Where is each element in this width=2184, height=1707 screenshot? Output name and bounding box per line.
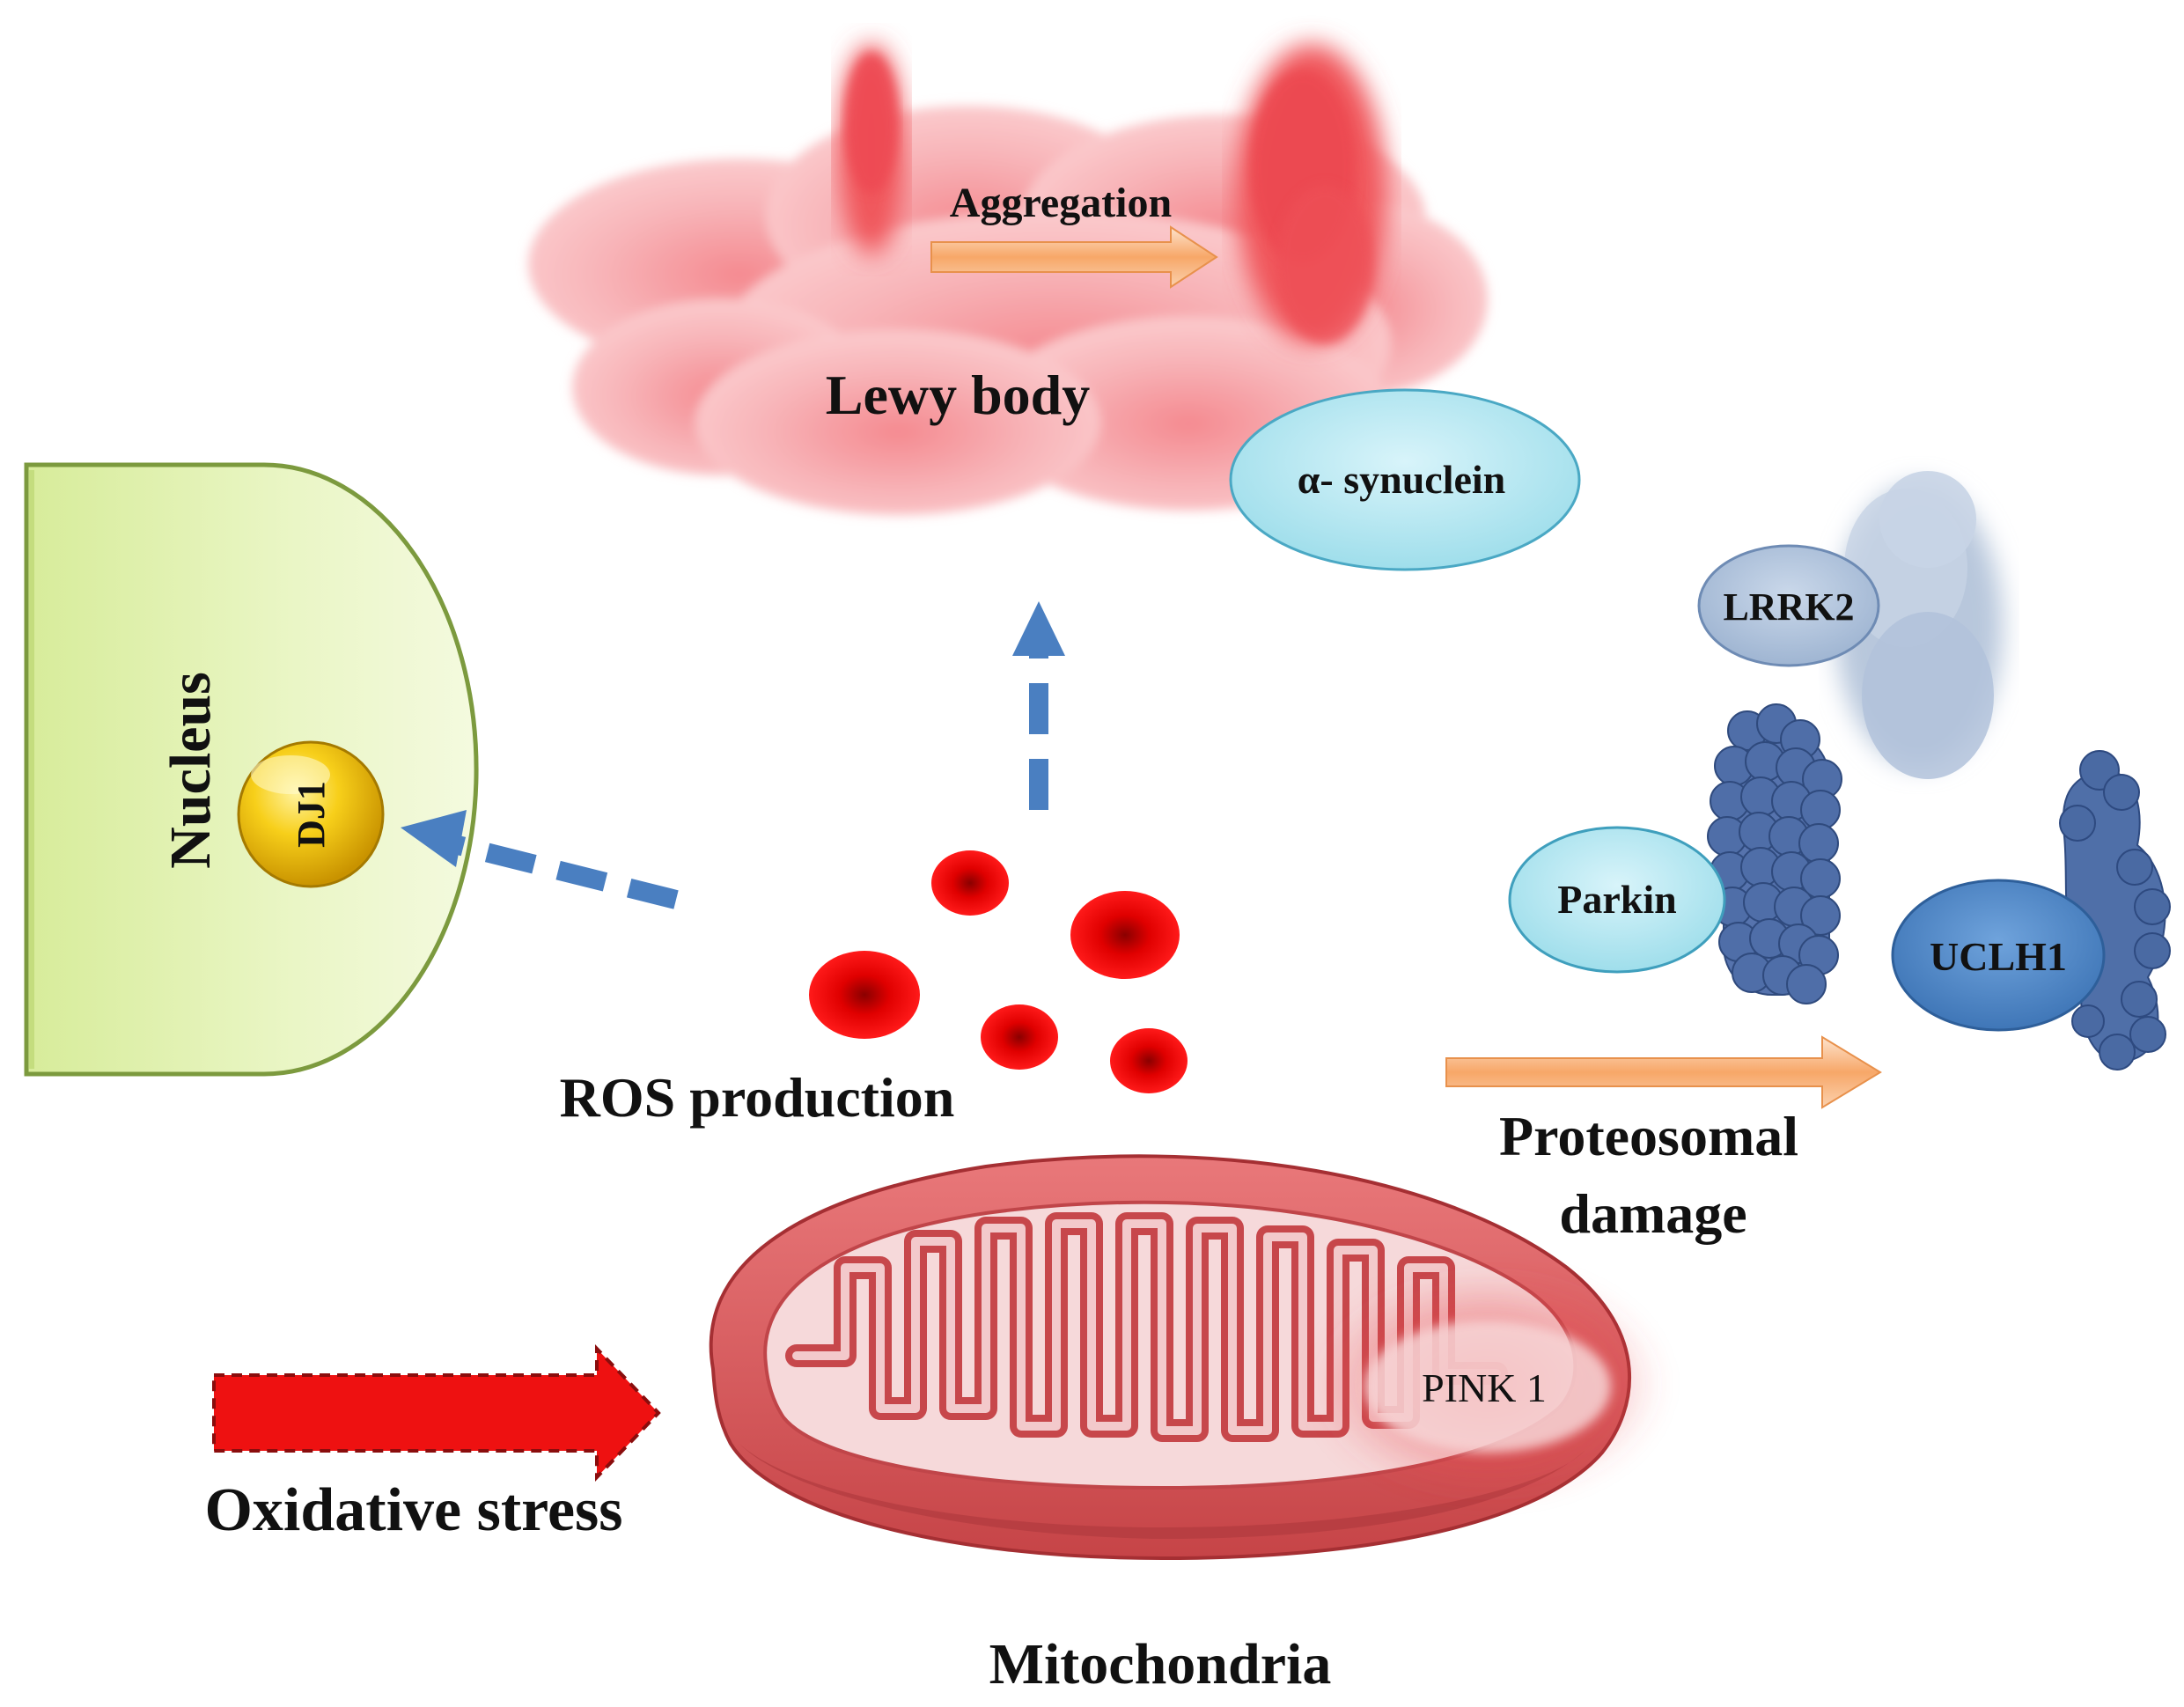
ros-droplet (1110, 1028, 1188, 1093)
lrrk2-protein-structure (1835, 471, 2003, 779)
mitochondria-label: Mitochondria (989, 1632, 1332, 1696)
pink1-region (1312, 1269, 1664, 1498)
ros-to-lewy-body-arrow (1012, 601, 1065, 810)
nucleus (24, 462, 479, 1077)
dj1-label: DJ1 (290, 781, 333, 848)
proteosomal-damage-arrow (1445, 1035, 1882, 1109)
oxidative-stress-label: Oxidative stress (204, 1476, 622, 1544)
aggregation-arrow (930, 225, 1218, 289)
uclh1-label: UCLH1 (1930, 934, 2067, 979)
alpha-synuclein-label: α- synuclein (1298, 457, 1506, 502)
parkin-oval (1508, 826, 1726, 974)
parkin-protein-structure (1707, 703, 1842, 1004)
ros-droplet (809, 951, 920, 1039)
ros-droplet (931, 850, 1009, 916)
proteosomal-damage-label-line1: Proteosomal (1499, 1105, 1798, 1167)
alpha-synuclein-monomer-cluster (838, 44, 905, 255)
lrrk2-label: LRRK2 (1723, 585, 1854, 629)
pink1-label: PINK 1 (1422, 1365, 1547, 1410)
ros-droplet (1070, 891, 1180, 979)
alpha-synuclein-oval (1229, 388, 1581, 571)
alpha-synuclein-aggregate-cluster (1237, 44, 1386, 343)
dj1-sphere (237, 740, 385, 888)
nucleus-label: Nucleus (158, 672, 223, 869)
oxidative-stress-arrow (212, 1344, 661, 1482)
ros-production-label: ROS production (560, 1066, 955, 1129)
aggregation-label: Aggregation (950, 180, 1172, 226)
lrrk2-oval (1697, 544, 1880, 667)
lewy-body-label: Lewy body (826, 364, 1091, 426)
parkin-label: Parkin (1557, 877, 1676, 922)
uclh1-protein-structure (2056, 750, 2171, 1071)
ros-to-nucleus-arrow (401, 810, 679, 909)
uclh1-oval (1891, 879, 2106, 1032)
ros-droplet (981, 1004, 1058, 1070)
ros-droplets (809, 850, 1188, 1093)
proteosomal-damage-label-line2: damage (1559, 1182, 1746, 1245)
